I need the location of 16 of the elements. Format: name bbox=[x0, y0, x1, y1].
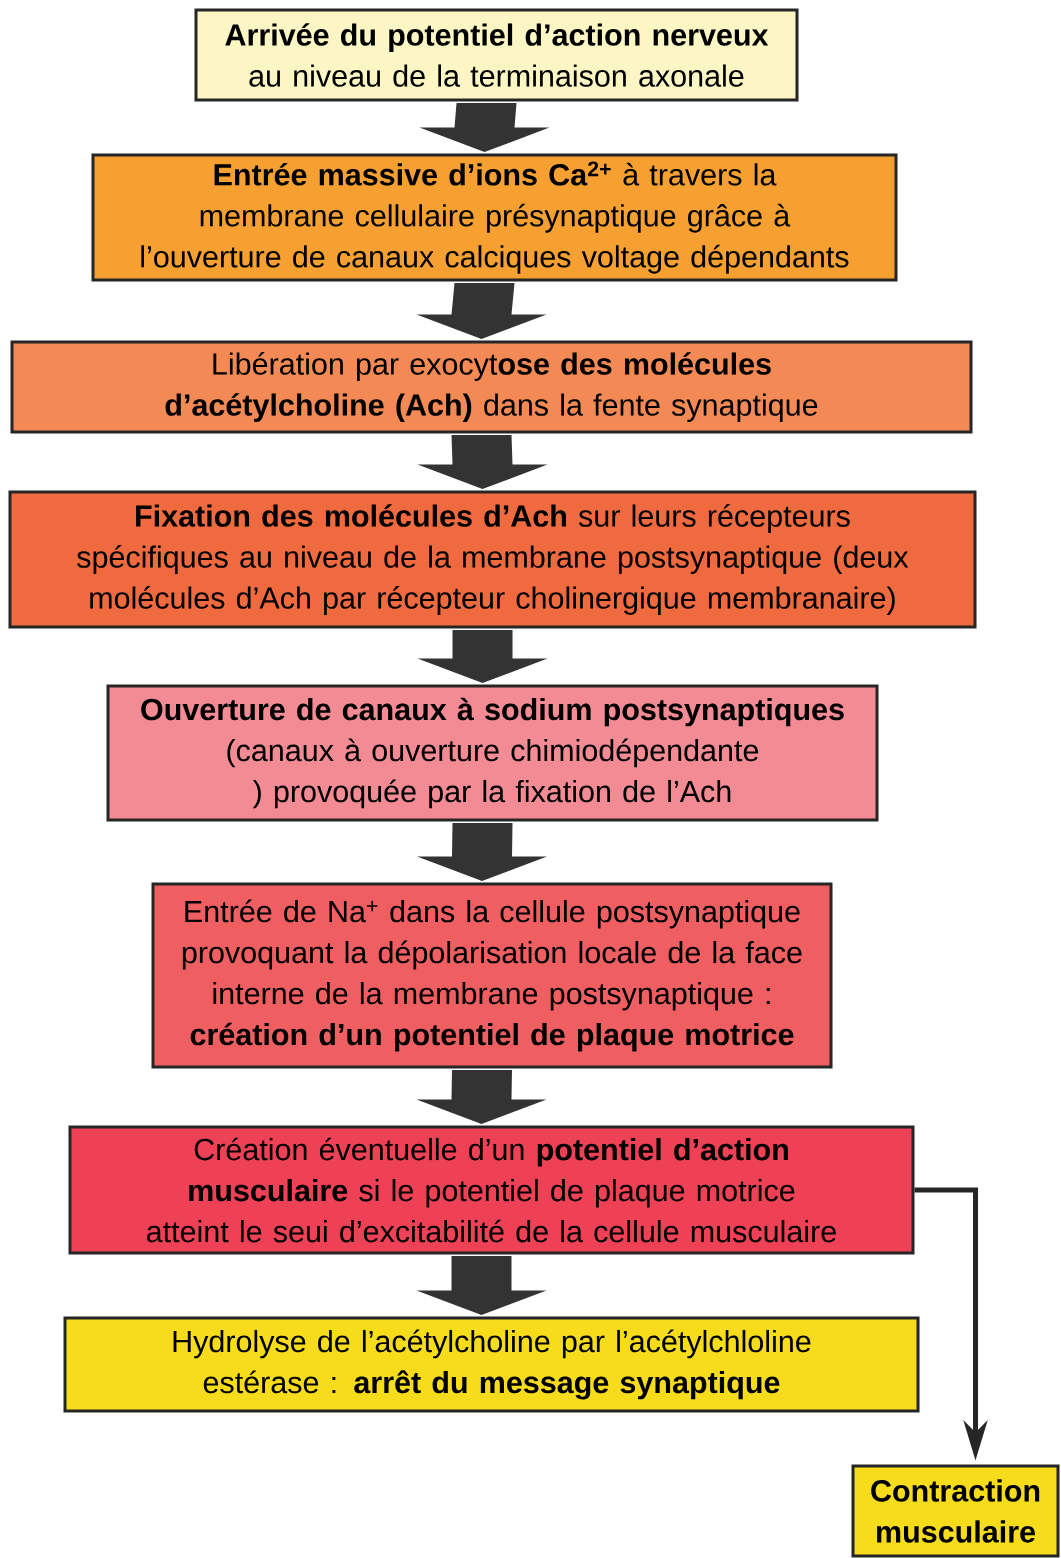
block-arrow bbox=[416, 1256, 547, 1315]
block-arrow bbox=[417, 630, 548, 683]
block-arrow bbox=[416, 283, 547, 339]
block-arrow bbox=[417, 823, 547, 881]
block-arrow bbox=[417, 435, 548, 489]
process-box: Entrée massive d’ions Ca$^{2+}$ à travers la membrane cellulaire présynaptique grâce à l’ouverture de canaux calciques voltage dépendants bbox=[91, 153, 898, 282]
process-box: Entrée de Na$^{+}$ dans la cellule postsynaptique provoquant la dépolarisation locale de la face interne de la membrane postsynaptique : création d’un potentiel de plaque motrice bbox=[151, 882, 833, 1069]
process-box: Création éventuelle d’un potentiel d’action musculaire si le potentiel de plaque motrice atteint le seui d’excitabilité de la cellule musculaire bbox=[68, 1125, 915, 1255]
process-box: Libération par exocytose des molécules d’acétylcholine (Ach) dans la fente synaptique bbox=[10, 340, 973, 434]
process-box: Fixation des molécules d’Ach sur leurs récepteurs spécifiques au niveau de la membrane postsynaptique (deux molécules d’Ach par récepteur cholinergique membranaire) bbox=[8, 490, 977, 629]
block-arrow bbox=[416, 1070, 547, 1124]
process-box: Hydrolyse de l’acétylcholine par l’acétylchloline estérase : arrêt du message synaptique bbox=[63, 1316, 920, 1413]
process-box: Contraction musculaire bbox=[851, 1464, 1060, 1558]
process-box: Ouverture de canaux à sodium postsynaptiques (canaux à ouverture chimiodépendante ) provoquée par la fixation de l’Ach bbox=[106, 684, 879, 822]
process-box: Arrivée du potentiel d’action nerveux au niveau de la terminaison axonale bbox=[194, 8, 799, 102]
block-arrow bbox=[419, 103, 550, 152]
